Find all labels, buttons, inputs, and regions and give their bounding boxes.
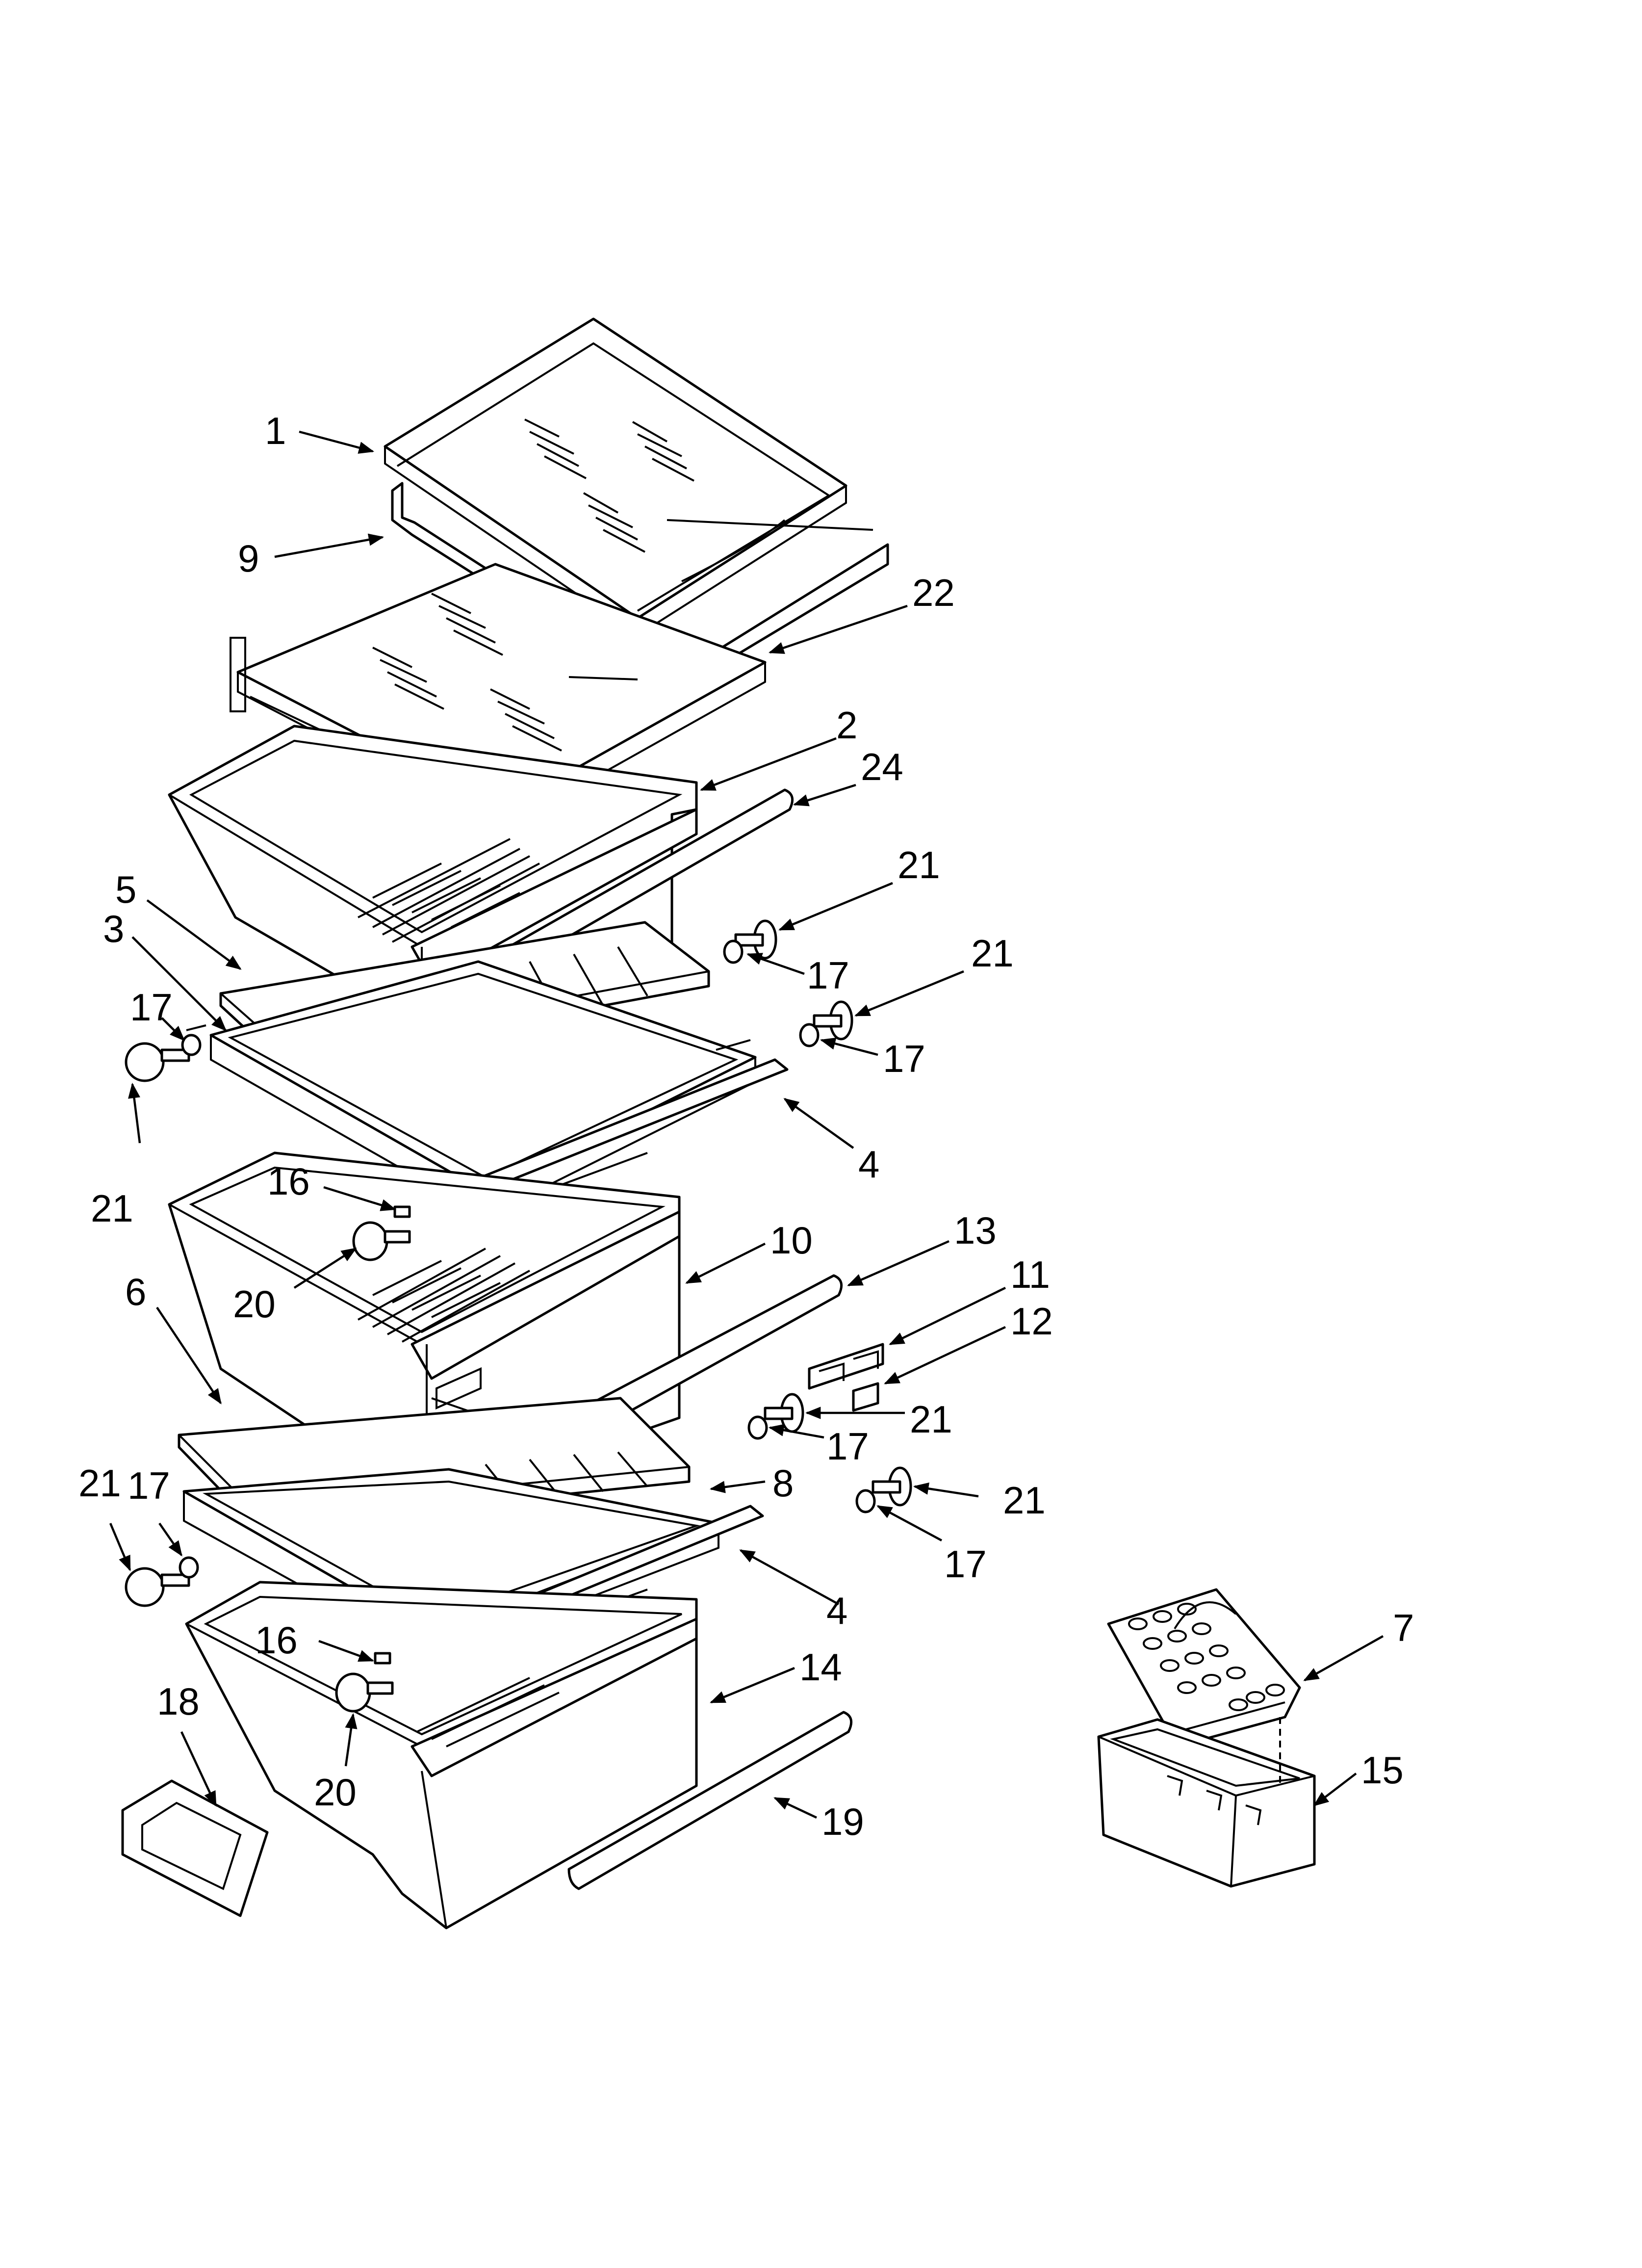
callout-21: 21 xyxy=(78,1461,121,1505)
callout-16: 16 xyxy=(255,1618,298,1662)
roller-21-b xyxy=(813,1000,853,1041)
part-14-drawer xyxy=(185,1581,698,1929)
callout-21: 21 xyxy=(971,932,1014,975)
callout-4: 4 xyxy=(858,1143,879,1186)
callout-17: 17 xyxy=(128,1464,170,1507)
callout-15: 15 xyxy=(1361,1748,1404,1792)
callout-9: 9 xyxy=(238,537,259,580)
callout-17: 17 xyxy=(826,1425,869,1468)
roller-20-a xyxy=(352,1221,411,1261)
callout-17: 17 xyxy=(883,1037,925,1080)
roller-21-c xyxy=(125,1042,190,1082)
part-1-glass-shelf xyxy=(384,317,847,637)
roller-21-f xyxy=(125,1567,190,1607)
clip-16-a xyxy=(393,1205,411,1218)
part-15-bin xyxy=(1097,1717,1316,1888)
callout-8: 8 xyxy=(772,1461,794,1505)
screw-17-c xyxy=(181,1034,202,1056)
callout-1: 1 xyxy=(265,409,286,452)
callout-5: 5 xyxy=(115,868,136,911)
roller-21-d xyxy=(764,1393,804,1433)
screw-17-b xyxy=(799,1023,820,1047)
clip-16-b xyxy=(374,1652,391,1665)
callout-17: 17 xyxy=(807,954,849,997)
callout-10: 10 xyxy=(770,1219,813,1262)
callout-21: 21 xyxy=(910,1398,952,1441)
callout-labels: 1 9 22 2 24 21 17 21 17 5 3 17 21 4 16 2… xyxy=(78,409,1414,1843)
callout-13: 13 xyxy=(954,1209,997,1252)
callout-14: 14 xyxy=(799,1645,842,1689)
part-12-clip xyxy=(852,1382,879,1412)
callout-21: 21 xyxy=(91,1187,133,1230)
callout-7: 7 xyxy=(1393,1606,1414,1649)
callout-19: 19 xyxy=(821,1800,864,1843)
hardware-rollers-screws xyxy=(125,919,912,1713)
screw-17-e xyxy=(855,1489,876,1513)
callout-11: 11 xyxy=(1010,1253,1050,1296)
callout-17: 17 xyxy=(944,1542,987,1586)
callout-18: 18 xyxy=(157,1680,200,1723)
part-7-egg-tray xyxy=(1107,1588,1301,1748)
part-18-label xyxy=(121,1779,269,1917)
callout-20: 20 xyxy=(314,1771,357,1814)
callout-21: 21 xyxy=(1003,1479,1046,1522)
part-19-handle xyxy=(567,1711,853,1890)
callout-4: 4 xyxy=(826,1589,847,1632)
callout-3: 3 xyxy=(103,907,124,950)
callout-24: 24 xyxy=(861,745,903,788)
roller-21-a xyxy=(734,919,777,960)
callout-6: 6 xyxy=(125,1270,146,1313)
callout-17: 17 xyxy=(130,986,173,1029)
part-11-slide xyxy=(808,1343,884,1390)
screw-17-a xyxy=(723,939,744,964)
roller-20-b xyxy=(335,1672,394,1713)
roller-21-e xyxy=(872,1466,912,1507)
callout-21: 21 xyxy=(898,843,940,886)
callout-2: 2 xyxy=(836,704,857,747)
screw-17-f xyxy=(179,1556,199,1579)
callout-16: 16 xyxy=(267,1160,310,1203)
leader-lines xyxy=(109,430,1384,1819)
callout-20: 20 xyxy=(233,1282,276,1326)
screw-17-d xyxy=(747,1415,768,1440)
callout-12: 12 xyxy=(1010,1300,1053,1343)
callout-22: 22 xyxy=(912,571,955,614)
